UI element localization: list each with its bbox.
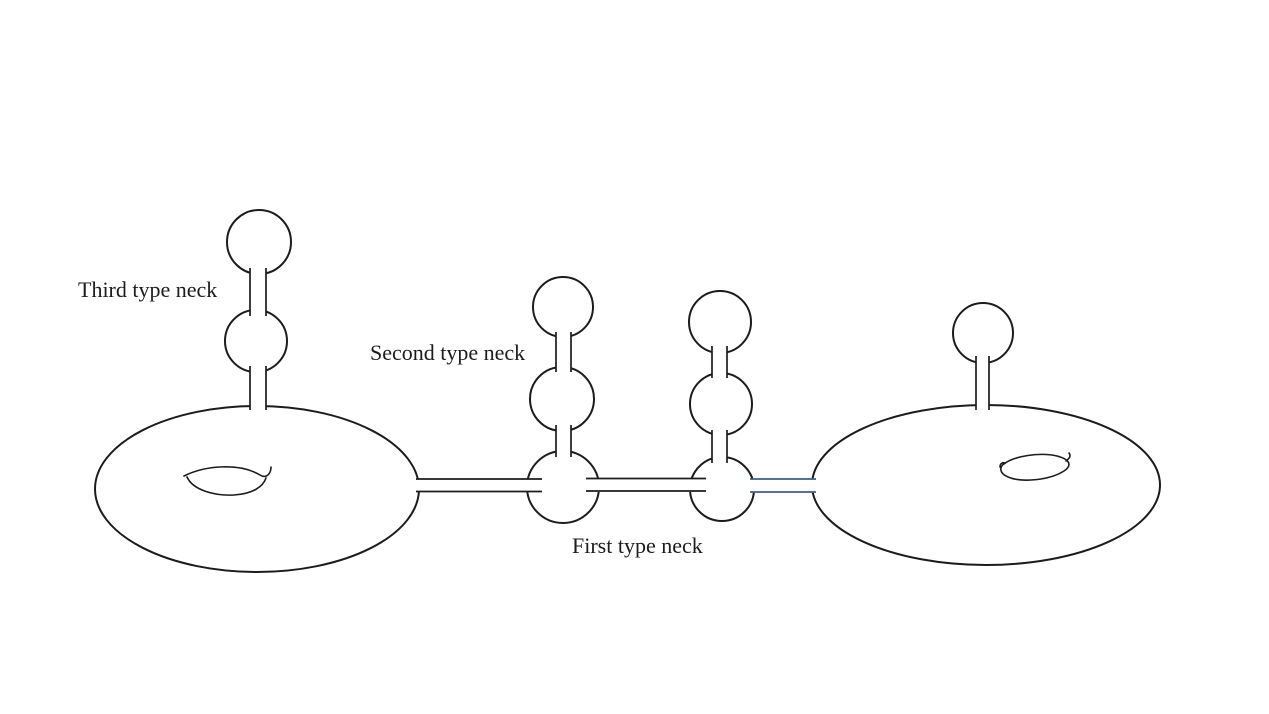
right-torus-sphere-tube xyxy=(975,354,990,412)
left-torus-hole-mark-top-arc xyxy=(183,466,272,478)
right-torus-body xyxy=(811,404,1161,566)
label-second-type-neck: Second type neck xyxy=(370,340,525,365)
third-neck-lower-tube xyxy=(249,364,267,412)
third-neck-upper-tube xyxy=(249,266,267,318)
label-third-type-neck: Third type neck xyxy=(78,277,217,302)
label-first-type-neck: First type neck xyxy=(572,533,703,558)
center-right-middle-sphere xyxy=(689,372,753,436)
right-torus-hole-mark-tick xyxy=(1065,452,1071,462)
first-neck-middle-tube-fill xyxy=(582,478,708,492)
first-neck-middle-tube xyxy=(582,477,708,492)
third-neck-upper-tube-fill xyxy=(250,266,266,318)
right-torus-sphere-tube-fill xyxy=(976,354,989,412)
center-right-lower-tube-fill xyxy=(712,428,727,465)
center-right-top-sphere xyxy=(688,290,752,354)
center-left-upper-tube xyxy=(555,330,572,374)
left-torus-hole-mark-bottom-arc xyxy=(186,476,267,496)
third-neck-top-sphere xyxy=(226,209,292,275)
center-left-lower-tube-fill xyxy=(556,423,571,459)
right-torus-hole-mark-loop xyxy=(999,453,1070,481)
first-neck-right-blue-tube-fill xyxy=(742,478,824,492)
center-right-lower-tube xyxy=(711,428,728,465)
center-left-middle-sphere xyxy=(529,366,595,432)
center-left-top-sphere xyxy=(532,276,594,338)
first-neck-left-tube xyxy=(404,478,544,493)
center-right-upper-tube xyxy=(711,344,728,380)
first-neck-left-tube-fill xyxy=(404,478,544,492)
third-neck-middle-sphere xyxy=(224,309,288,373)
center-left-lower-tube xyxy=(555,423,572,459)
third-neck-lower-tube-fill xyxy=(250,364,266,412)
center-right-upper-tube-fill xyxy=(712,344,727,380)
center-left-upper-tube-fill xyxy=(556,330,571,374)
first-neck-right-blue-tube xyxy=(742,478,824,493)
